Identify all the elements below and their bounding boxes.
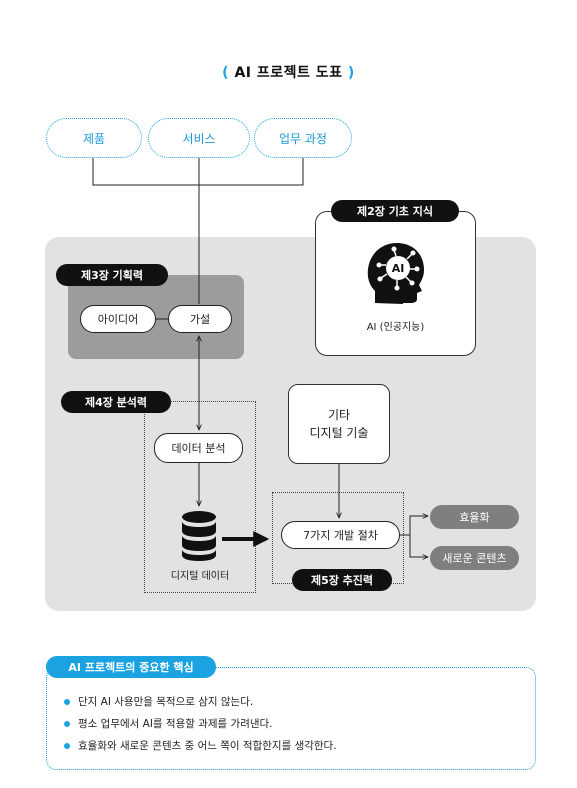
service-label: 서비스: [182, 131, 216, 146]
summary-tab: AI 프로젝트의 중요한 핵심: [46, 656, 216, 678]
idea-label: 아이디어: [97, 313, 139, 326]
efficiency-label: 효율화: [459, 511, 490, 524]
chapter3-tab: 제3장 기획력: [56, 264, 168, 286]
title-close-paren: ): [347, 65, 355, 81]
bullet-dot: [64, 698, 70, 705]
summary-tab-label: AI 프로젝트의 중요한 핵심: [68, 661, 194, 674]
product-box: 제품: [46, 118, 142, 158]
other-digital-tech-box: 기타 디지털 기술: [288, 384, 390, 464]
seven-steps-label: 7가지 개발 절차: [303, 529, 378, 542]
business-process-label: 업무 과정: [279, 131, 327, 146]
hypothesis-pill: 가설: [168, 305, 232, 333]
page-title: ( AI 프로젝트 도표 ): [0, 62, 577, 82]
service-box: 서비스: [148, 118, 250, 158]
chapter4-tab: 제4장 분석력: [61, 391, 171, 413]
database-icon: [181, 511, 217, 561]
chapter5-tab-label: 제5장 추진력: [310, 574, 374, 587]
other-tech-line2: 디지털 기술: [309, 426, 369, 440]
business-process-box: 업무 과정: [254, 118, 352, 158]
title-text: AI 프로젝트 도표: [234, 65, 343, 81]
seven-steps-pill: 7가지 개발 절차: [281, 521, 400, 549]
chapter4-tab-label: 제4장 분석력: [84, 396, 148, 409]
summary-box: [46, 667, 536, 770]
ai-icon-text: AI: [392, 262, 405, 275]
bullet-dot: [64, 742, 70, 749]
efficiency-pill: 효율화: [430, 505, 519, 529]
chapter2-tab: 제2장 기초 지식: [331, 200, 459, 222]
chapter2-tab-label: 제2장 기초 지식: [356, 205, 434, 218]
product-label: 제품: [82, 131, 106, 146]
chapter3-tab-label: 제3장 기획력: [80, 269, 144, 282]
summary-bullet: 단지 AI 사용만을 목적으로 삼지 않는다.: [64, 694, 253, 709]
new-content-label: 새로운 콘텐츠: [442, 552, 507, 565]
other-tech-line1: 기타: [327, 408, 351, 422]
data-analysis-label: 데이터 분석: [171, 442, 226, 455]
digital-data-label: 디지털 데이터: [170, 571, 230, 582]
hypothesis-label: 가설: [189, 313, 211, 326]
ai-caption: AI (인공지능): [366, 322, 425, 333]
data-analysis-pill: 데이터 분석: [154, 433, 243, 463]
summary-bullet-text: 평소 업무에서 AI를 적용할 과제를 가려낸다.: [78, 718, 273, 730]
new-content-pill: 새로운 콘텐츠: [430, 546, 519, 570]
ai-head-icon: AI: [367, 241, 425, 305]
summary-bullet-text: 효율화와 새로운 콘텐츠 중 어느 쪽이 적합한지를 생각한다.: [78, 740, 337, 752]
idea-pill: 아이디어: [80, 305, 156, 333]
title-open-paren: (: [222, 65, 230, 81]
bullet-dot: [64, 720, 70, 727]
summary-bullet: 평소 업무에서 AI를 적용할 과제를 가려낸다.: [64, 716, 273, 731]
summary-bullet: 효율화와 새로운 콘텐츠 중 어느 쪽이 적합한지를 생각한다.: [64, 738, 337, 753]
chapter5-tab: 제5장 추진력: [292, 569, 392, 591]
summary-bullet-text: 단지 AI 사용만을 목적으로 삼지 않는다.: [78, 696, 254, 708]
